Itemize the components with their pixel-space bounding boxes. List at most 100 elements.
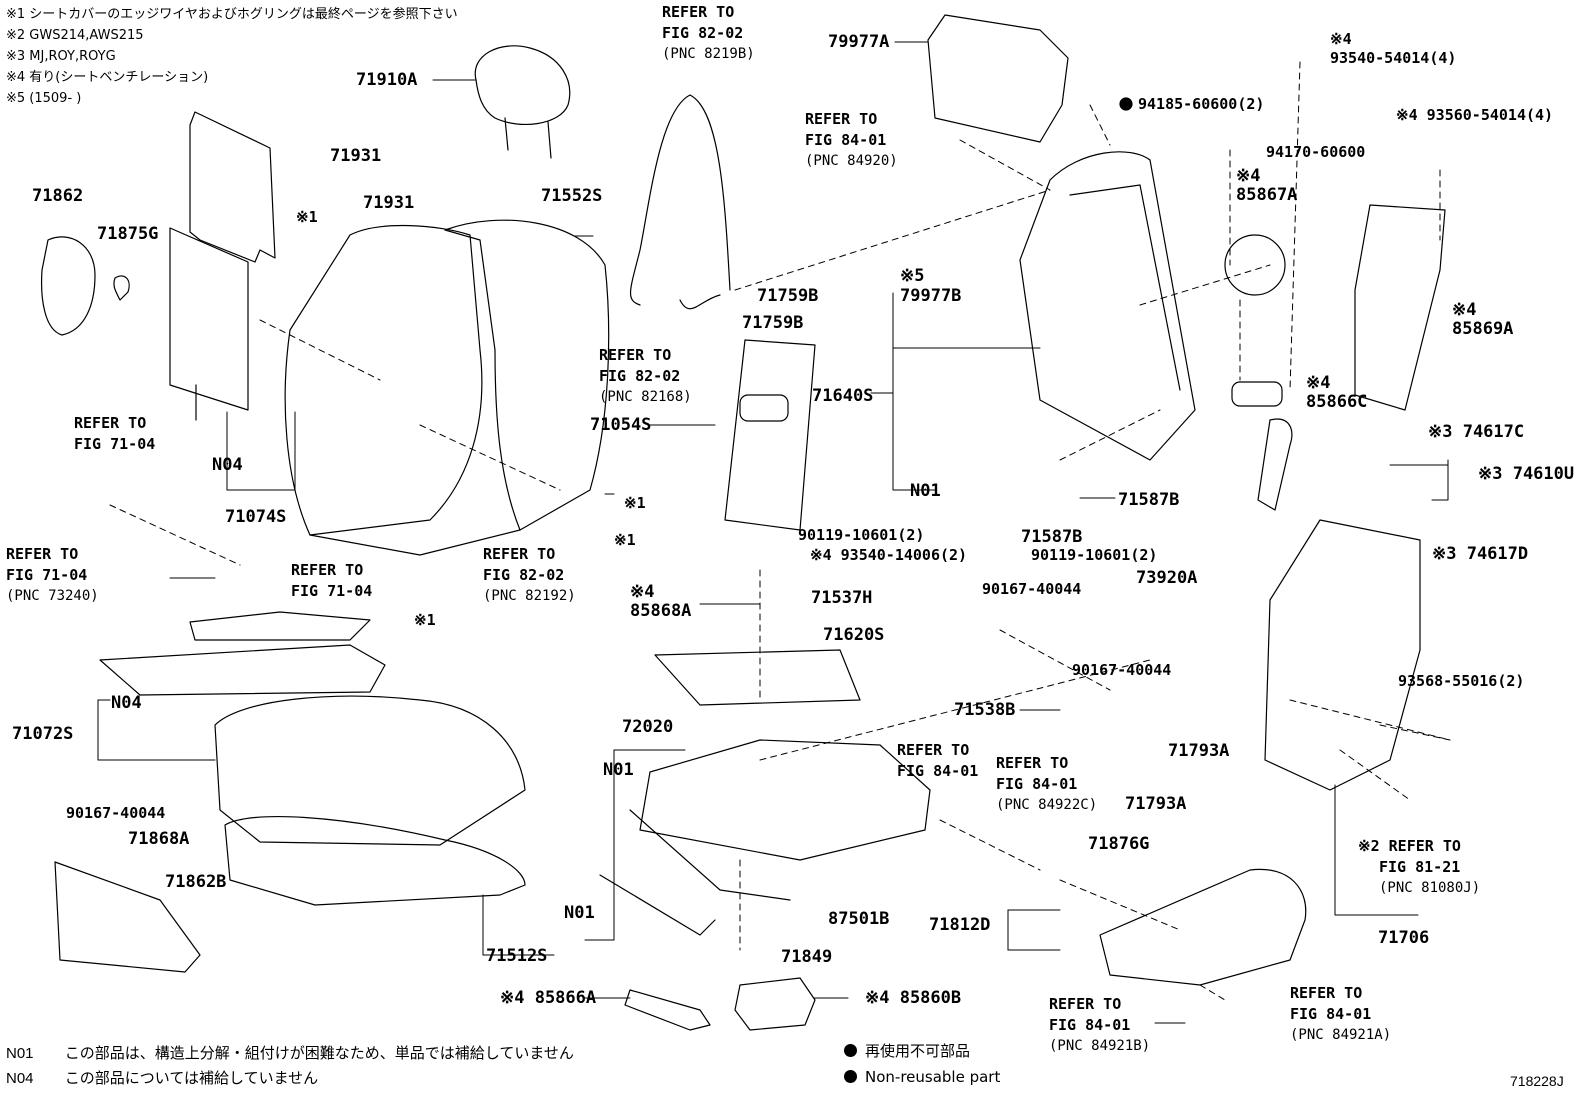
refer-line-2: FIG 82-02 bbox=[662, 24, 744, 42]
blower-85860B-drawing bbox=[734, 977, 816, 1031]
part-73920A[interactable]: 73920A bbox=[1136, 568, 1198, 588]
refer-fig-71-04-a[interactable]: REFER TO FIG 71-04 bbox=[74, 413, 155, 455]
part-74617D[interactable]: ※3 74617D bbox=[1432, 544, 1529, 564]
duct-85869A-drawing bbox=[1354, 204, 1446, 411]
part-85869A[interactable]: ※4 85869A bbox=[1452, 300, 1514, 339]
part-71537H[interactable]: 71537H bbox=[811, 588, 873, 608]
refer-fig-84-01-84920[interactable]: REFER TO FIG 84-01 (PNC 84920) bbox=[805, 109, 898, 172]
side-shield-71812D-drawing bbox=[1099, 868, 1307, 986]
part-85866A[interactable]: ※4 85866A bbox=[500, 988, 597, 1008]
note-1: ※1 シートカバーのエッジワイヤおよびホグリングは最終ページを参照下さい bbox=[6, 7, 458, 22]
part-71849[interactable]: 71849 bbox=[781, 947, 833, 967]
part-74617C[interactable]: ※3 74617C bbox=[1428, 422, 1525, 442]
fan-85867A-drawing bbox=[1224, 234, 1286, 296]
non-reusable-key: 再使用不可部品 Non-reusable part bbox=[844, 1038, 1000, 1090]
part-71552S[interactable]: 71552S bbox=[541, 186, 603, 206]
refer-fig-84-01-a[interactable]: REFER TO FIG 84-01 bbox=[897, 740, 978, 782]
part-71862[interactable]: 71862 bbox=[32, 186, 84, 206]
refer-line-2: FIG 71-04 bbox=[291, 582, 373, 600]
side-cover-71862-drawing bbox=[40, 236, 96, 336]
refer-line-2: FIG 84-01 bbox=[1049, 1016, 1131, 1034]
note-2: ※2 GWS214,AWS215 bbox=[6, 28, 144, 43]
part-85867A[interactable]: ※4 85867A bbox=[1236, 166, 1298, 205]
part-85866C[interactable]: ※4 85866C bbox=[1306, 373, 1368, 412]
part-94170-60600[interactable]: 94170-60600 bbox=[1266, 143, 1366, 161]
part-90119-10601-left[interactable]: 90119-10601(2) bbox=[798, 526, 925, 544]
part-71587B-lower[interactable]: 71587B bbox=[1021, 527, 1083, 547]
part-71054S[interactable]: 71054S bbox=[590, 415, 652, 435]
filled-dot-icon bbox=[844, 1044, 857, 1057]
part-71759B-upper[interactable]: 71759B bbox=[757, 286, 819, 306]
refer-fig-84-01-84921A[interactable]: REFER TO FIG 84-01 (PNC 84921A) bbox=[1290, 983, 1391, 1046]
part-71931-lower[interactable]: 71931 bbox=[363, 193, 415, 213]
part-71706[interactable]: 71706 bbox=[1378, 928, 1430, 948]
part-71931-upper[interactable]: 71931 bbox=[330, 146, 382, 166]
refer-fig-71-04-b[interactable]: REFER TO FIG 71-04 bbox=[291, 560, 372, 602]
part-87501B[interactable]: 87501B bbox=[828, 909, 890, 929]
part-90167-40044-b[interactable]: 90167-40044 bbox=[1072, 661, 1172, 679]
refer-line-1: REFER TO bbox=[1290, 984, 1363, 1002]
part-71072S[interactable]: 71072S bbox=[12, 724, 74, 744]
part-71876G[interactable]: 71876G bbox=[1088, 834, 1150, 854]
part-71759B-lower[interactable]: 71759B bbox=[742, 313, 804, 333]
refer-line-1: REFER TO bbox=[662, 3, 735, 21]
part-71512S[interactable]: 71512S bbox=[486, 946, 548, 966]
part-94185-60600[interactable]: 94185-60600(2) bbox=[1138, 95, 1265, 113]
part-71910A[interactable]: 71910A bbox=[356, 70, 418, 90]
refer-fig-84-01-84921B[interactable]: REFER TO FIG 84-01 (PNC 84921B) bbox=[1049, 994, 1150, 1057]
key-row-jp: 再使用不可部品 bbox=[844, 1038, 1000, 1064]
legend-text: この部品は、構造上分解・組付けが困難なため、単品では補給していません bbox=[64, 1044, 574, 1062]
note-mark-1-b: ※1 bbox=[624, 494, 646, 512]
part-74610U[interactable]: ※3 74610U bbox=[1478, 464, 1575, 484]
part-71868A[interactable]: 71868A bbox=[128, 829, 190, 849]
part-90167-40044-c[interactable]: 90167-40044 bbox=[66, 804, 166, 822]
refer-line-3: (PNC 8219B) bbox=[662, 46, 755, 62]
refer-fig-71-04-73240[interactable]: REFER TO FIG 71-04 (PNC 73240) bbox=[6, 544, 99, 607]
part-79977B[interactable]: ※5 79977B bbox=[900, 266, 962, 306]
refer-line-1: REFER TO bbox=[291, 561, 364, 579]
refer-fig-81-21-81080J[interactable]: ※2 REFER TO FIG 81-21 (PNC 81080J) bbox=[1358, 836, 1480, 899]
refer-fig-84-01-84922C[interactable]: REFER TO FIG 84-01 (PNC 84922C) bbox=[996, 753, 1097, 816]
part-71538B[interactable]: 71538B bbox=[954, 700, 1016, 720]
part-72020[interactable]: 72020 bbox=[622, 717, 674, 737]
filled-dot-icon bbox=[844, 1070, 857, 1083]
refer-line-1: REFER TO bbox=[996, 754, 1069, 772]
refer-fig-82-02-82192[interactable]: REFER TO FIG 82-02 (PNC 82192) bbox=[483, 544, 576, 607]
part-93560-54014[interactable]: ※4 93560-54014(4) bbox=[1396, 106, 1554, 124]
part-90167-40044-a[interactable]: 90167-40044 bbox=[982, 580, 1082, 598]
part-90119-10601-right[interactable]: 90119-10601(2) bbox=[1031, 546, 1158, 564]
key-text-en: Non-reusable part bbox=[865, 1068, 1001, 1086]
part-71793A-upper[interactable]: 71793A bbox=[1168, 741, 1230, 761]
refer-fig-82-02-8219B[interactable]: REFER TO FIG 82-02 (PNC 8219B) bbox=[662, 2, 755, 65]
part-71620S[interactable]: 71620S bbox=[823, 625, 885, 645]
legend-code: N04 bbox=[6, 1070, 34, 1087]
part-71640S[interactable]: 71640S bbox=[812, 386, 874, 406]
refer-line-2: FIG 84-01 bbox=[996, 775, 1078, 793]
part-85868A[interactable]: ※4 85868A bbox=[630, 582, 692, 621]
part-93540-54014[interactable]: ※4 93540-54014(4) bbox=[1330, 30, 1457, 67]
refer-fig-82-02-82168[interactable]: REFER TO FIG 82-02 (PNC 82168) bbox=[599, 345, 692, 408]
part-93568-55016[interactable]: 93568-55016(2) bbox=[1398, 672, 1525, 690]
back-board-71706-drawing bbox=[1264, 519, 1421, 791]
refer-line-3: (PNC 82168) bbox=[599, 389, 692, 405]
part-71793A-lower[interactable]: 71793A bbox=[1125, 794, 1187, 814]
part-71875G[interactable]: 71875G bbox=[97, 224, 159, 244]
note-mark-1-c: ※1 bbox=[614, 531, 636, 549]
footnotes-block: ※1 シートカバーのエッジワイヤおよびホグリングは最終ページを参照下さい ※2 … bbox=[6, 4, 458, 109]
part-71862B[interactable]: 71862B bbox=[165, 872, 227, 892]
legend-row-N01: N01 この部品は、構造上分解・組付けが困難なため、単品では補給していません bbox=[6, 1041, 574, 1066]
refer-line-1: REFER TO bbox=[6, 545, 79, 563]
part-71587B-upper[interactable]: 71587B bbox=[1118, 490, 1180, 510]
part-85860B[interactable]: ※4 85860B bbox=[865, 988, 962, 1008]
part-79977A[interactable]: 79977A bbox=[828, 32, 890, 52]
seat-heater-71054S-drawing bbox=[724, 339, 816, 531]
refer-line-2: FIG 71-04 bbox=[74, 435, 156, 453]
part-93540-14006[interactable]: ※4 93540-14006(2) bbox=[810, 546, 968, 564]
front-cover-71868A-drawing bbox=[54, 861, 201, 973]
part-71812D[interactable]: 71812D bbox=[929, 915, 991, 935]
refer-line-3: (PNC 73240) bbox=[6, 588, 99, 604]
seatback-board-drawing bbox=[169, 111, 276, 421]
part-71074S[interactable]: 71074S bbox=[225, 507, 287, 527]
